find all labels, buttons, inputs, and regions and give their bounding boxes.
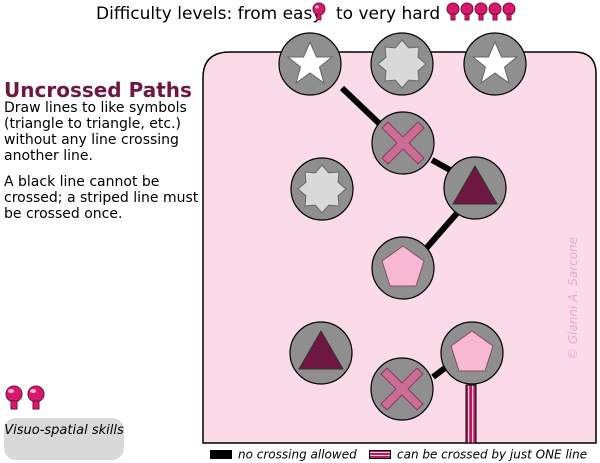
legend-striped: can be crossed by just ONE line xyxy=(369,447,587,462)
puzzle-description: Draw lines to like symbols (triangle to … xyxy=(4,100,204,232)
node-pentagon-1[interactable] xyxy=(371,236,435,300)
legend-striped-label: can be crossed by just ONE line xyxy=(397,447,588,462)
legend-black-label: no crossing allowed xyxy=(238,447,357,462)
author-credit: © Gianni A. Sarcone xyxy=(566,236,580,360)
eight-point-star-icon xyxy=(377,39,427,89)
striped-line-swatch xyxy=(369,450,391,459)
rule-text: A black line cannot be crossed; a stripe… xyxy=(4,174,199,222)
eight-point-star-icon xyxy=(297,164,347,214)
node-star8-2[interactable] xyxy=(290,157,354,221)
node-star8-1[interactable] xyxy=(370,32,434,96)
node-triangle-2[interactable] xyxy=(289,321,353,385)
black-line-2 xyxy=(430,157,452,173)
black-line-3 xyxy=(420,210,461,254)
black-line-swatch xyxy=(210,450,232,459)
node-triangle-1[interactable] xyxy=(443,156,507,220)
difficulty-middle: to very hard xyxy=(336,4,441,24)
difficulty-prefix: Difficulty levels: from easy xyxy=(96,4,323,24)
instructions-text: Draw lines to like symbols (triangle to … xyxy=(4,100,187,164)
skill-level-bulbs-icon xyxy=(5,385,45,410)
node-x-2[interactable] xyxy=(370,357,434,421)
very-hard-bulbs-icon xyxy=(446,2,516,21)
node-star5-2[interactable] xyxy=(463,32,527,96)
puzzle-title: Uncrossed Paths xyxy=(4,78,192,102)
easy-bulb-icon xyxy=(312,2,326,21)
difficulty-header: Difficulty levels: from easy to very har… xyxy=(0,0,600,28)
legend-black: no crossing allowed xyxy=(210,447,357,462)
node-star5-1[interactable] xyxy=(278,32,342,96)
striped-line xyxy=(465,384,477,444)
node-x-1[interactable] xyxy=(371,111,435,175)
skill-badge: Visuo-spatial skills xyxy=(4,418,124,460)
node-pentagon-2[interactable] xyxy=(440,321,504,385)
